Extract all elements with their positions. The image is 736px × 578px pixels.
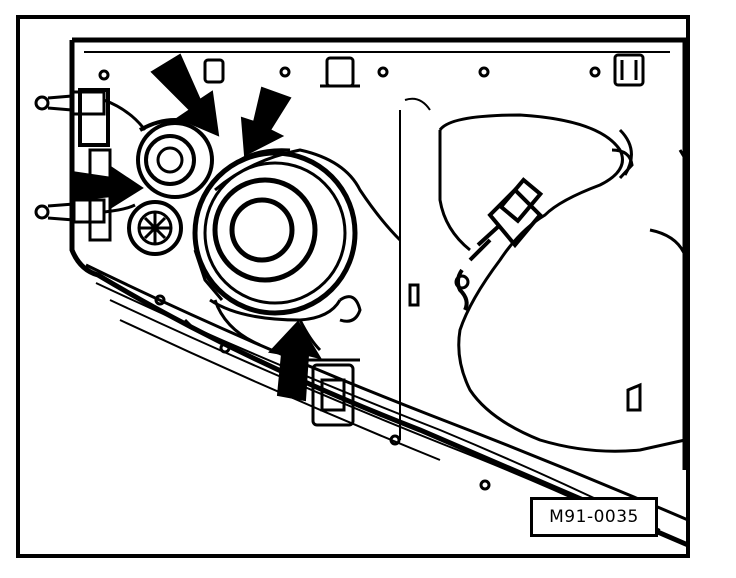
adjuster-gear bbox=[127, 200, 183, 256]
figure-reference-code: M91-0035 bbox=[530, 497, 658, 537]
arrow-bottom bbox=[267, 320, 323, 402]
arrow-top-left bbox=[150, 53, 220, 137]
lower-connector bbox=[305, 358, 360, 427]
retainer-clips bbox=[183, 283, 420, 332]
arrow-left bbox=[71, 166, 144, 211]
adjusting-studs bbox=[34, 88, 112, 242]
arrow-top-center bbox=[240, 86, 292, 157]
top-clips bbox=[203, 53, 645, 88]
side-bulb-socket bbox=[454, 177, 544, 311]
wiring-harness bbox=[103, 98, 402, 352]
indicator-arrows bbox=[71, 53, 323, 402]
small-bulb-socket bbox=[136, 118, 214, 199]
main-bulb-socket bbox=[192, 148, 358, 322]
